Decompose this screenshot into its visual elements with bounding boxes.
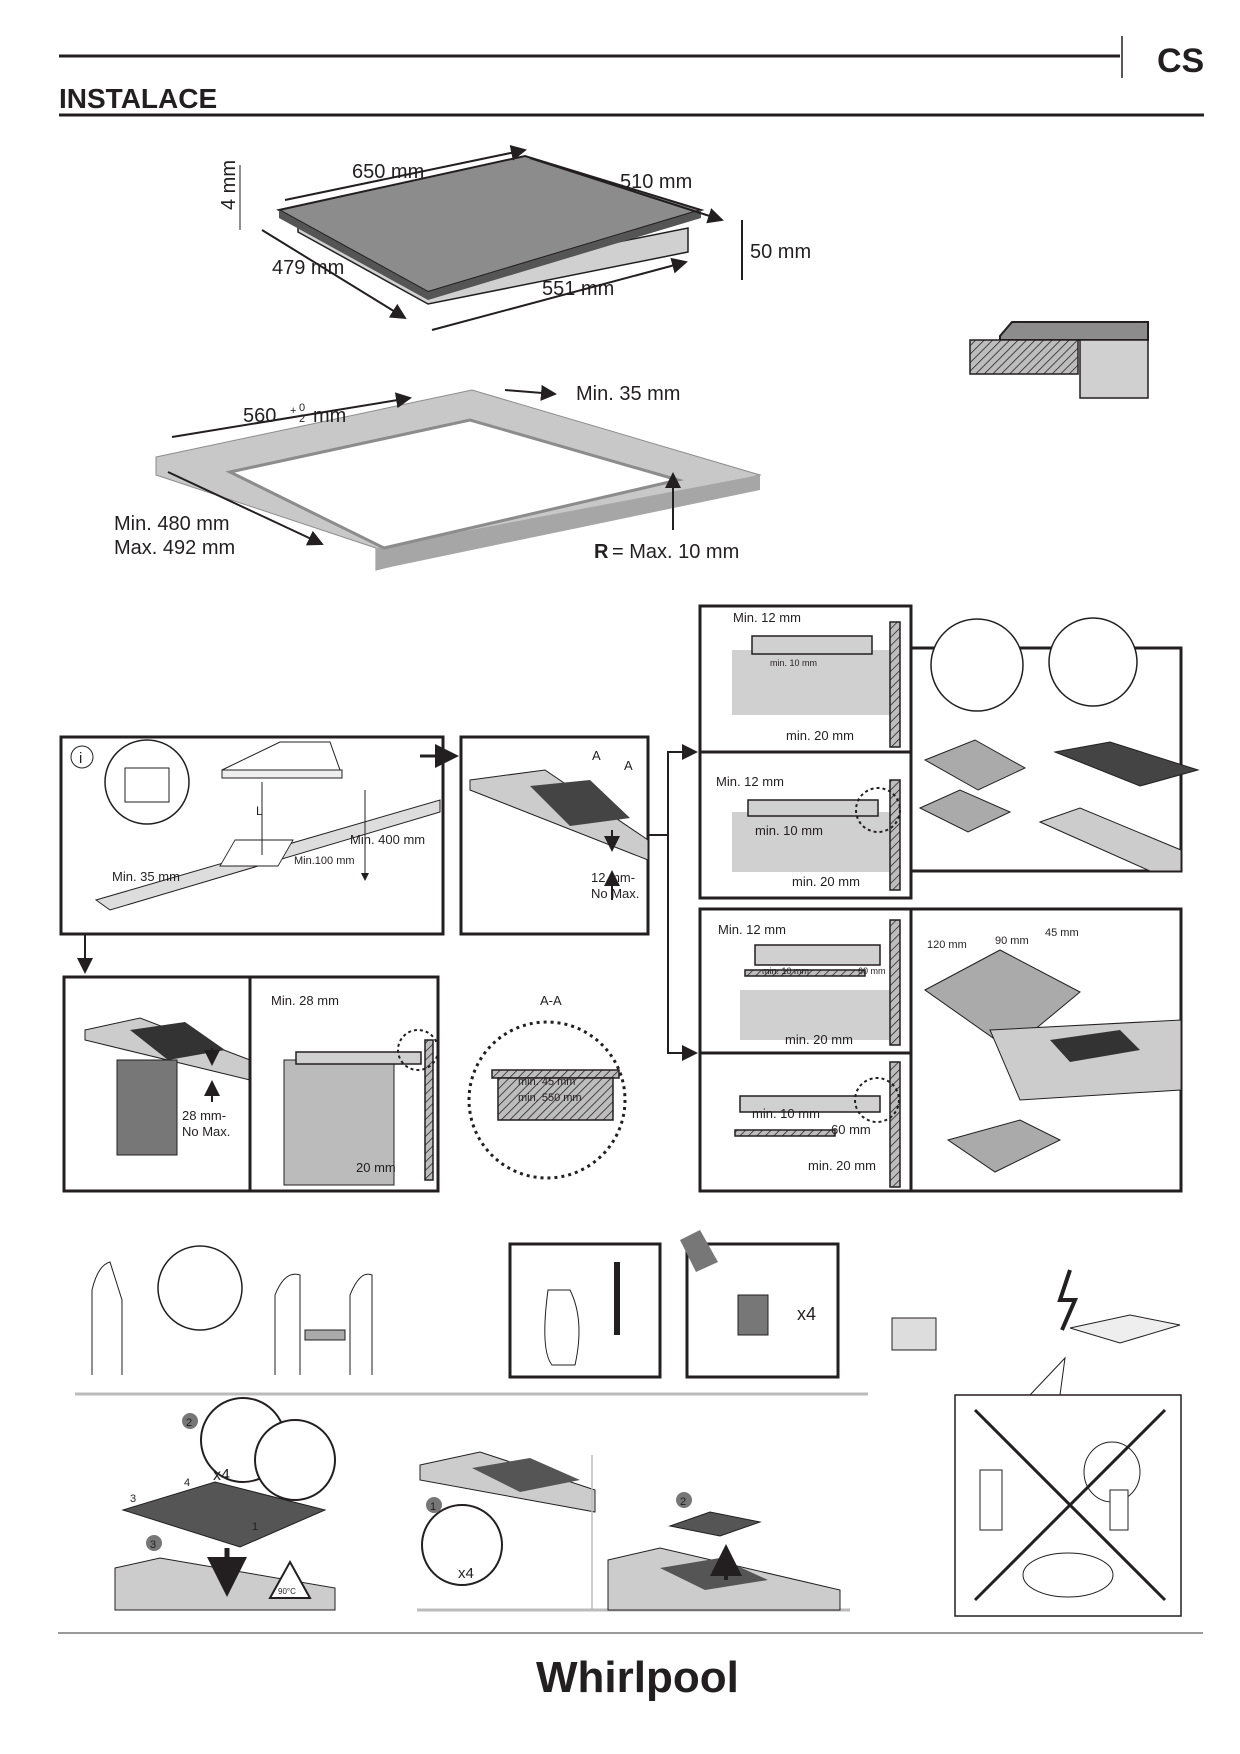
section-mark-a2: A [624,758,633,773]
min-gap-label: min. 10 mm [755,823,823,838]
info-icon-label: i [79,750,82,767]
min-top-label: Min. 12 mm [718,922,786,937]
side-gap-label: 60 mm [858,966,886,976]
cutout-tol-top: 0 [299,402,305,414]
step-3-badge: 3 [150,1539,156,1551]
min-side-label: Min.100 mm [294,855,355,867]
tools-box [508,1242,662,1379]
edge-distance-label: Min. 35 mm [576,383,680,405]
section-mark-a1: A [592,748,601,763]
cutout-dim-2: 90 mm [995,935,1029,947]
hob-dimension-diagram: 650 mm 510 mm 4 mm 50 mm 479 mm 551 mm [218,145,811,331]
min-gap-label: min. 10 mm [752,1106,820,1121]
cutout-depth-min: Min. 480 mm [114,513,230,535]
cutout-dim-3: 45 mm [1045,927,1079,939]
corner-1-label: 1 [252,1521,258,1533]
hob-glass-edge [279,210,428,300]
cutout-tol-plus: + [290,405,296,417]
remove-step-2-badge: 2 [680,1496,686,1508]
worktop-edge-detail [969,321,1149,399]
cutout-width-unit: mm [313,405,346,427]
info-icon [70,745,94,769]
thickness-max-label: No Max. [591,886,639,901]
kitchen-clearance-panel: i L Min. 400 mm Min.100 mm Min. 35 mm [59,735,445,936]
cutout-depth-max: Max. 492 mm [114,537,235,559]
brand-logo: Whirlpool [536,1653,739,1702]
clip-icon [737,1294,769,1336]
bag-icon [680,1230,718,1272]
cutout-tol-bottom: 2 [299,413,305,425]
cart-bubble-icon [1048,617,1138,707]
oven-kitchen-panel: 28 mm- No Max. [62,975,252,1193]
worktop-thickness-panel: A A 12 mm- No Max. [459,735,650,936]
prohibited-connections-box [954,1356,1182,1617]
hob-width-label: 650 mm [352,161,424,183]
back-panel-cutout-panel: 120 mm 90 mm 45 mm [909,907,1183,1193]
section-panel-1: Min. 12 mm min. 10 mm min. 20 mm [698,604,913,754]
hob-depth-label: 510 mm [620,171,692,193]
clips-box: x4 [680,1230,840,1379]
temperature-label: 90°C [278,1587,296,1596]
cutout-diagram: 560 + 0 2 mm Min. 35 mm Min. 480 mm Max.… [114,383,762,571]
section-aa-detail: A-A min. 45 mm min. 550 mm [467,993,627,1180]
language-code: CS [1157,42,1204,80]
hood-distance-label: L [256,804,263,818]
corner-3-label: 3 [130,1493,136,1505]
min-rear-label: min. 20 mm [808,1158,876,1173]
cutout-width-value: 560 [243,405,276,427]
removal-step: 1 x4 2 [417,1451,850,1612]
aa-min-width-label: min. 550 mm [518,1092,582,1104]
min-gap-label: min. 10 mm [770,658,817,668]
section-panel-2: Min. 12 mm min. 10 mm min. 20 mm [698,750,913,900]
remove-x4-label: x4 [458,1565,474,1582]
min-rear-label: min. 20 mm [785,1032,853,1047]
corner-4-label: 4 [184,1477,190,1489]
min-gap-label: min. 10 mm [762,966,809,976]
oven-thickness-max: No Max. [182,1124,230,1139]
electrician-illustration [891,1269,1181,1351]
min-wall-cabinet-label: Min. 400 mm [350,832,425,847]
remove-step-1-badge: 1 [430,1501,436,1513]
gloves-icon [544,1289,580,1366]
radius-symbol: R [594,541,609,563]
hob-height-label: 50 mm [750,241,811,263]
body-width-label: 551 mm [542,278,614,300]
thickness-min-label: 12 mm- [591,870,635,885]
min-rear-label: min. 20 mm [792,874,860,889]
clips-x4-label: x4 [213,1467,230,1484]
section-title: INSTALACE [59,83,217,114]
oven-min-top-label: Min. 28 mm [271,993,339,1008]
aa-min-depth-label: min. 45 mm [518,1076,575,1088]
body-depth-label: 479 mm [272,257,344,279]
cutout-dim-1: 120 mm [927,939,967,951]
clips-count: x4 [797,1304,816,1324]
oven-section-panel: Min. 28 mm 20 mm [248,975,440,1193]
step-2-badge: 2 [186,1417,192,1429]
warning-manual-icon [157,1245,243,1331]
section-aa-title: A-A [540,993,562,1008]
clip-assembly-step: 2 x4 3 4 1 3 90°C [114,1397,336,1611]
side-gap-label: 60 mm [831,1122,871,1137]
glass-thickness-label: 4 mm [218,160,240,210]
min-top-label: Min. 12 mm [733,610,801,625]
min-top-label: Min. 12 mm [716,774,784,789]
section-panel-4: min. 10 mm 60 mm min. 20 mm [698,1051,913,1193]
min-rear-label: min. 20 mm [786,728,854,743]
manual-bubble-icon [930,618,1024,712]
section-panel-3: Min. 12 mm min. 10 mm 60 mm min. 20 mm [698,907,913,1055]
preparation-panel [909,617,1200,873]
oven-thickness-min: 28 mm- [182,1108,226,1123]
oven-rear-gap-label: 20 mm [356,1160,396,1175]
page-header: CS INSTALACE [59,36,1204,117]
min-back-label: Min. 35 mm [112,869,180,884]
radius-label: = Max. 10 mm [612,541,739,563]
safety-illustrations [91,1245,373,1375]
